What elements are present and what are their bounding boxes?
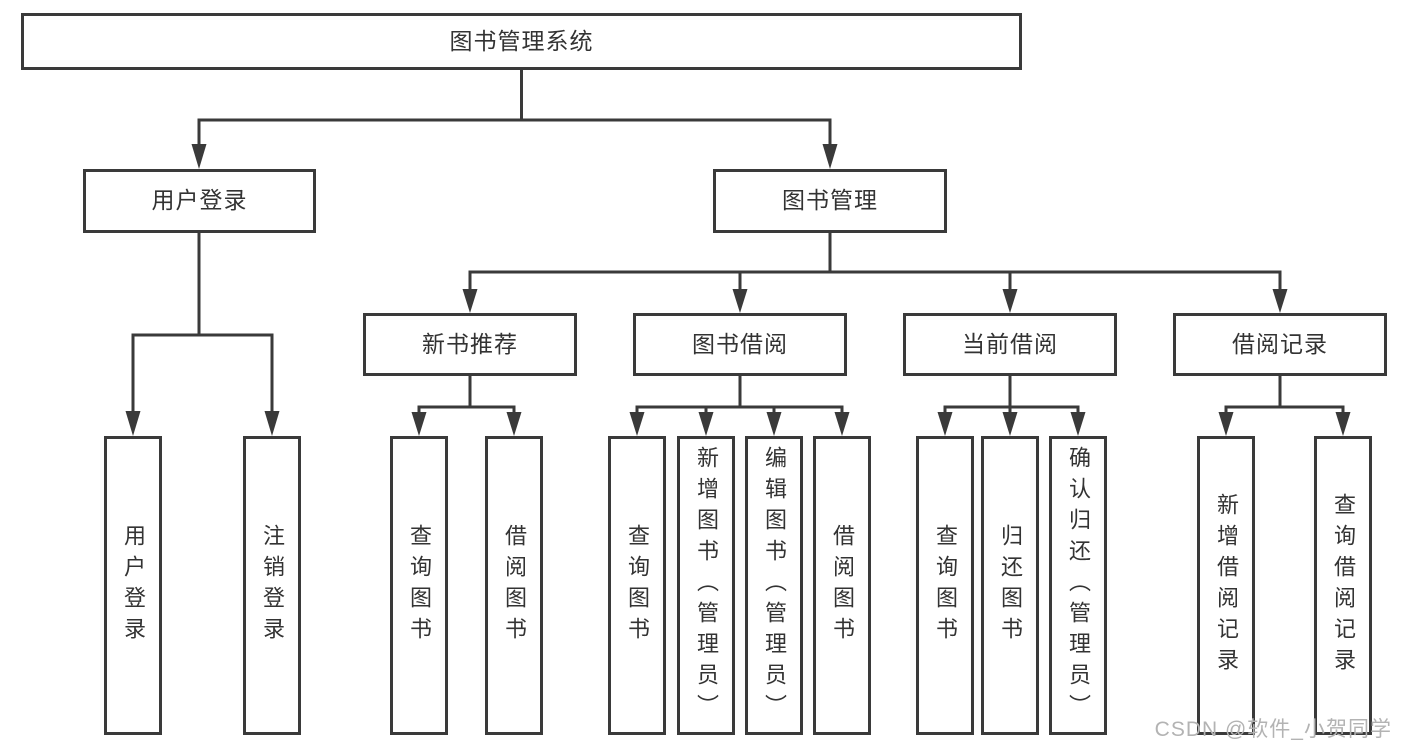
node-current-borrowing: 当前借阅 — [903, 313, 1117, 376]
leaf-query-books-current: 查询图书 — [916, 436, 974, 735]
leaf-add-borrow-record: 新增借阅记录 — [1197, 436, 1255, 735]
watermark-text: CSDN @软件_小贺同学 — [1154, 718, 1392, 741]
leaf-add-book-admin: 新增图书（管理员） — [677, 436, 735, 735]
leaf-query-books-recommend: 查询图书 — [390, 436, 448, 735]
node-book-management-branch: 图书管理 — [713, 169, 947, 233]
leaf-borrow-books-recommend: 借阅图书 — [485, 436, 543, 735]
leaf-edit-book-admin: 编辑图书（管理员） — [745, 436, 803, 735]
node-root: 图书管理系统 — [21, 13, 1022, 70]
leaf-query-books-borrow: 查询图书 — [608, 436, 666, 735]
leaf-user-login: 用户登录 — [104, 436, 162, 735]
node-user-login-branch: 用户登录 — [83, 169, 316, 233]
node-new-book-recommend: 新书推荐 — [363, 313, 577, 376]
leaf-borrow-books: 借阅图书 — [813, 436, 871, 735]
leaf-query-borrow-record: 查询借阅记录 — [1314, 436, 1372, 735]
leaf-return-book: 归还图书 — [981, 436, 1039, 735]
leaf-confirm-return-admin: 确认归还（管理员） — [1049, 436, 1107, 735]
node-borrow-records: 借阅记录 — [1173, 313, 1387, 376]
node-book-borrowing: 图书借阅 — [633, 313, 847, 376]
leaf-logout: 注销登录 — [243, 436, 301, 735]
